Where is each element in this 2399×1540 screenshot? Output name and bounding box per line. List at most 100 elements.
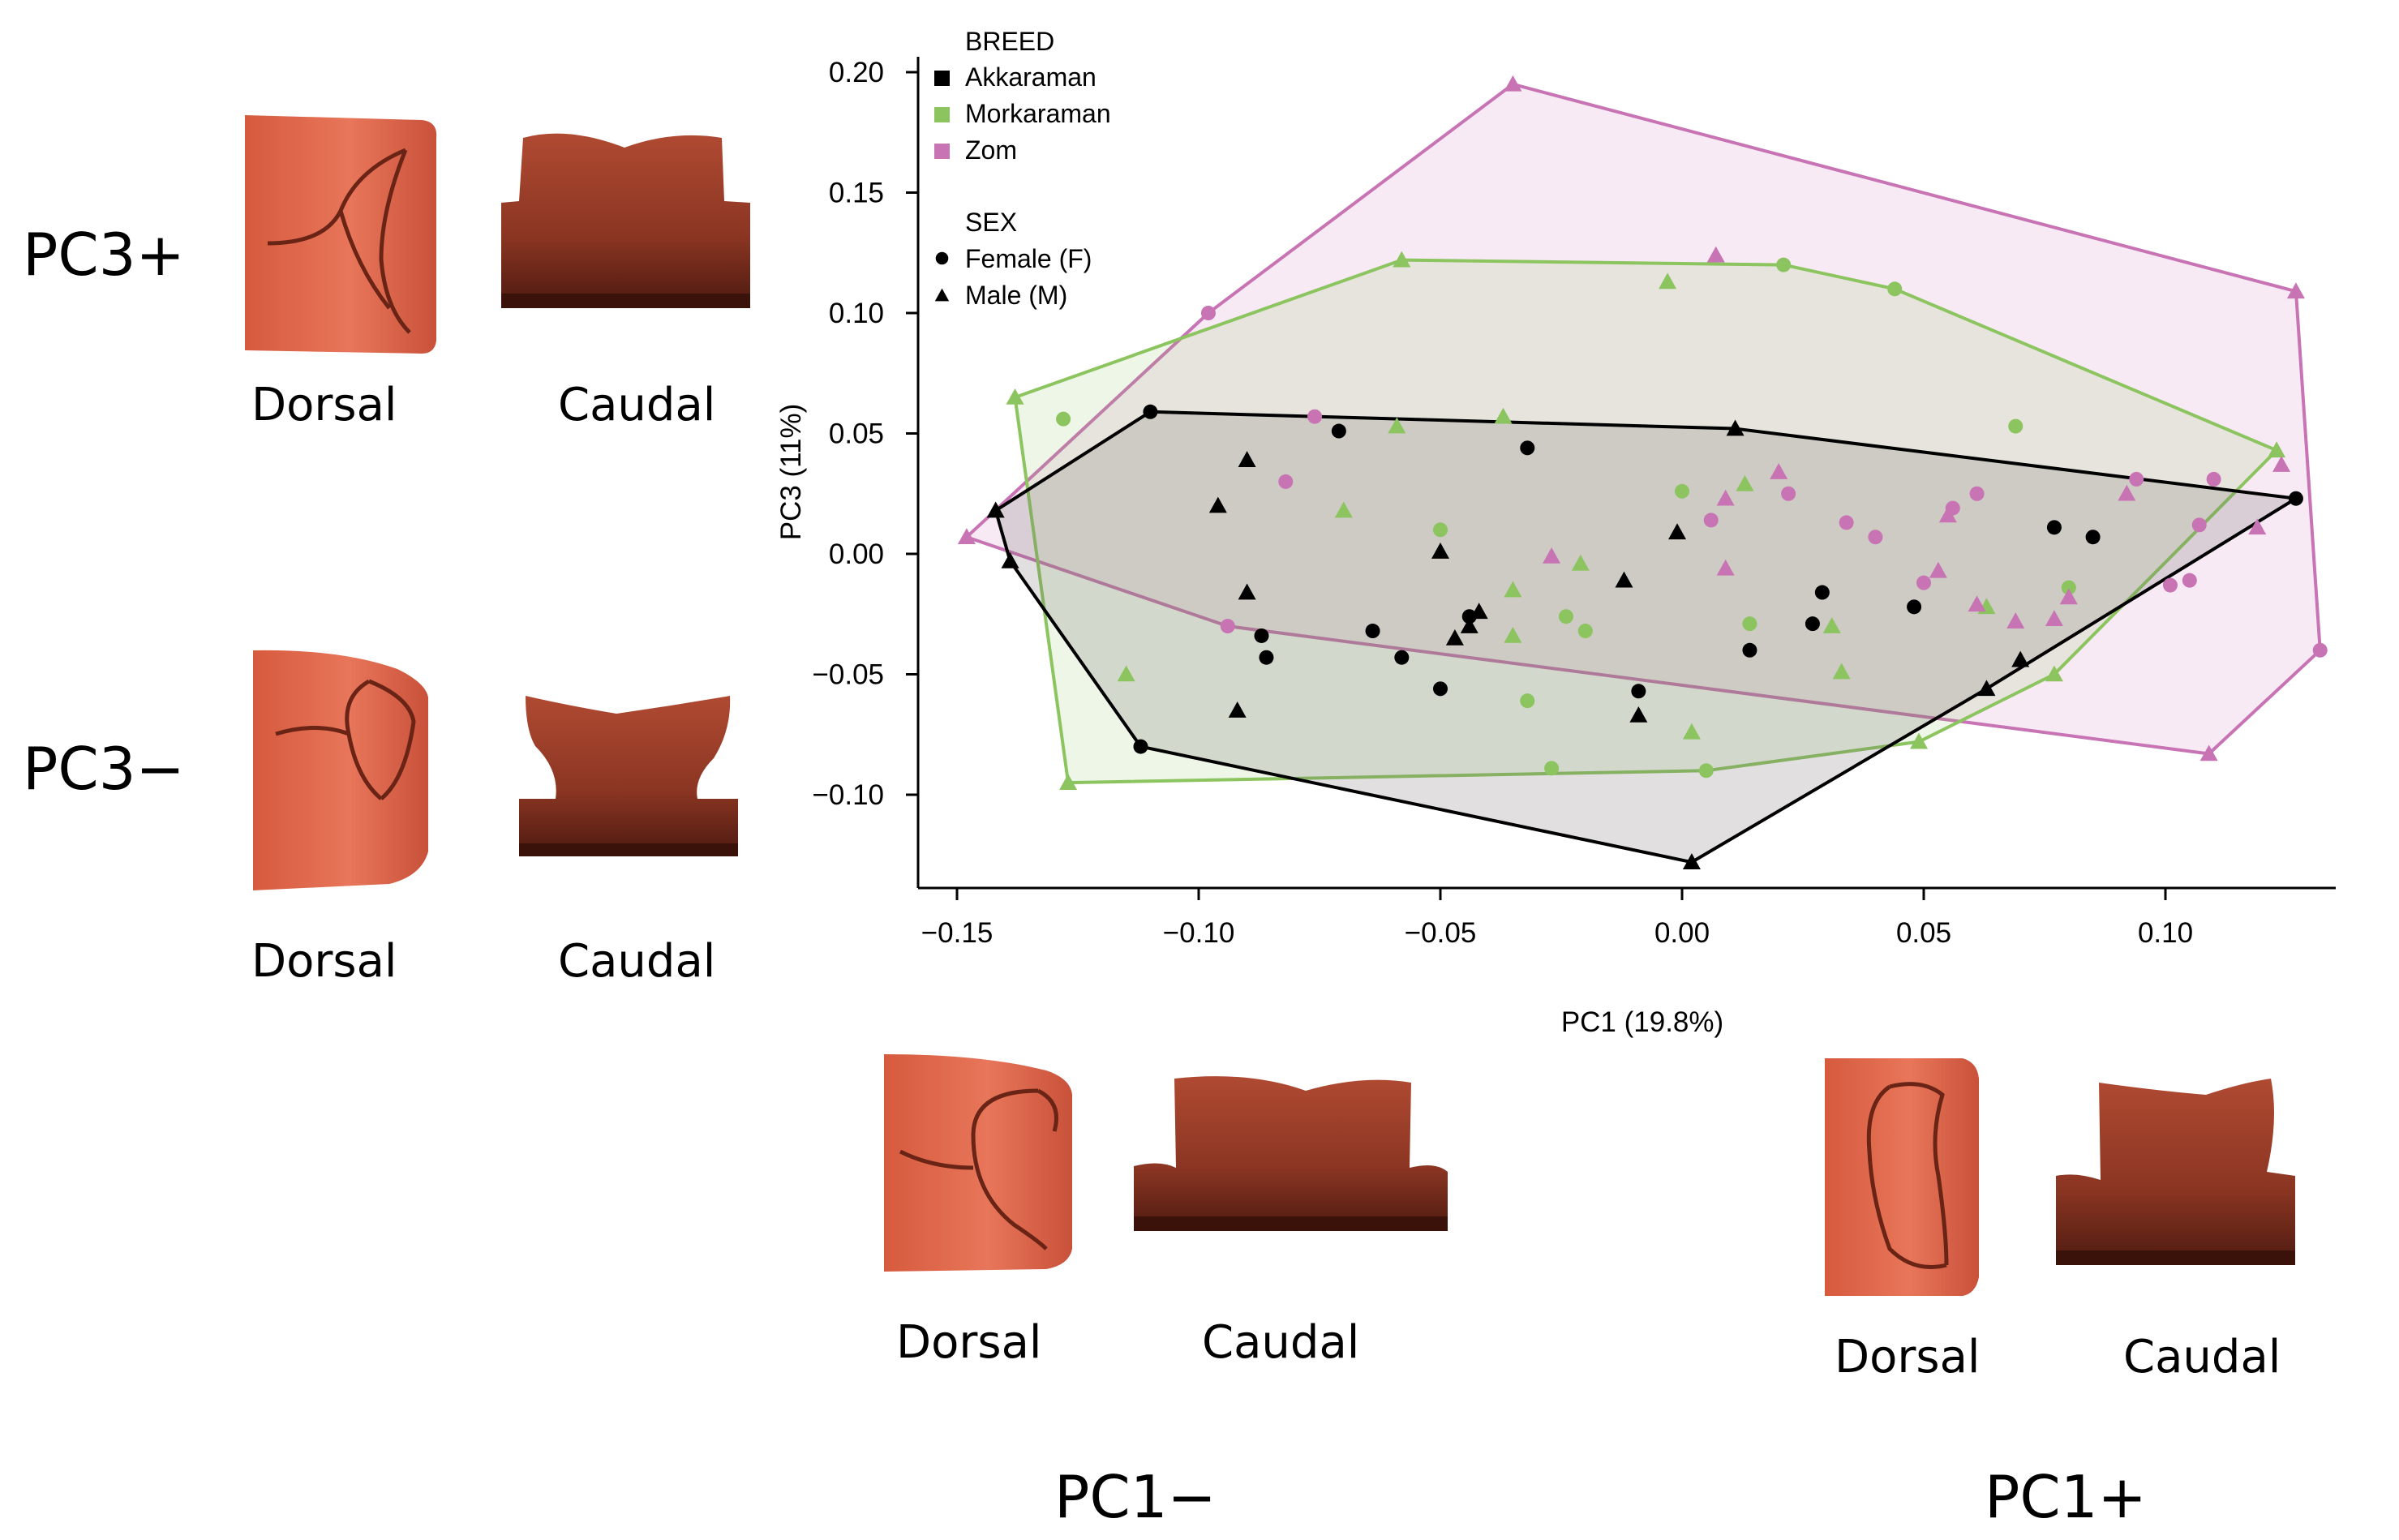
caption-caudal-pc1-plus: Caudal — [2123, 1331, 2281, 1383]
point-morkaraman-male — [1117, 665, 1135, 682]
data-points — [957, 75, 2328, 869]
point-morkaraman-female — [1544, 761, 1560, 776]
point-zom-male — [2248, 518, 2267, 535]
point-akkaraman-male — [1238, 451, 1256, 467]
point-akkaraman-male — [1668, 523, 1687, 540]
point-akkaraman-male — [1726, 419, 1745, 436]
point-akkaraman-male — [986, 501, 1005, 518]
point-morkaraman-female — [1742, 616, 1757, 632]
point-morkaraman-male — [1504, 581, 1522, 598]
point-zom-female — [1200, 306, 1216, 320]
point-zom-female — [2312, 642, 2328, 658]
point-akkaraman-male — [1208, 496, 1227, 513]
point-zom-female — [1307, 409, 1323, 424]
point-zom-male — [2006, 612, 2025, 628]
point-morkaraman-female — [1675, 483, 1689, 499]
point-zom-male — [1938, 506, 1957, 523]
point-morkaraman-male — [1682, 723, 1701, 740]
point-morkaraman-male — [1393, 251, 1411, 268]
point-zom-female — [1278, 474, 1294, 489]
point-zom-male — [2272, 456, 2291, 472]
render-pc1-minus-caudal — [1134, 1076, 1448, 1231]
hull-zom — [964, 82, 2322, 756]
caption-caudal-pc3-plus: Caudal — [558, 379, 716, 431]
point-akkaraman-female — [1254, 628, 1269, 643]
point-akkaraman-male — [1238, 583, 1256, 600]
point-akkaraman-female — [1814, 585, 1830, 600]
point-zom-male — [1770, 463, 1788, 479]
point-zom-female — [1839, 515, 1854, 530]
point-morkaraman-male — [1388, 417, 1406, 434]
y-tick-label: −0.05 — [812, 659, 884, 691]
point-morkaraman-female — [2061, 580, 2076, 595]
point-zom-male — [1706, 246, 1725, 263]
point-morkaraman-female — [1776, 257, 1792, 272]
caption-dorsal-pc1-plus: Dorsal — [1835, 1331, 1981, 1383]
point-morkaraman-male — [2268, 441, 2286, 458]
point-morkaraman-male — [1504, 626, 1522, 643]
legend-square-zom — [934, 144, 950, 159]
point-akkaraman-male — [1977, 680, 1996, 697]
convex-hulls — [963, 81, 2323, 865]
y-tick-label: −0.10 — [812, 779, 884, 811]
hull-morkaraman — [1013, 258, 2279, 785]
point-akkaraman-female — [1365, 624, 1380, 639]
point-akkaraman-male — [1445, 628, 1464, 646]
point-morkaraman-male — [1659, 272, 1677, 290]
x-tick-label: 0.00 — [1654, 917, 1710, 949]
point-akkaraman-female — [1461, 609, 1477, 624]
point-akkaraman-female — [1331, 423, 1346, 439]
legend: BREED Akkaraman Morkaraman Zom SEX Femal… — [934, 28, 1178, 320]
point-morkaraman-male — [1571, 554, 1590, 571]
point-zom-female — [1868, 530, 1883, 545]
point-morkaraman-female — [1520, 693, 1535, 709]
point-akkaraman-male — [1682, 853, 1701, 869]
point-morkaraman-female — [1887, 281, 1903, 297]
point-zom-female — [2206, 471, 2221, 487]
label-pc3-plus: PC3+ — [23, 221, 185, 289]
point-zom-male — [1929, 561, 1947, 578]
point-morkaraman-male — [2045, 665, 2063, 682]
point-akkaraman-female — [1259, 650, 1274, 665]
point-morkaraman-male — [1006, 388, 1024, 405]
y-tick-label: 0.05 — [829, 418, 884, 450]
point-morkaraman-female — [2008, 418, 2023, 434]
point-zom-male — [957, 528, 976, 545]
point-zom-female — [1969, 486, 1985, 501]
point-morkaraman-male — [1059, 774, 1078, 790]
point-zom-male — [2045, 610, 2063, 626]
point-zom-male — [2059, 588, 2078, 605]
point-akkaraman-female — [2046, 520, 2062, 535]
point-zom-female — [1781, 486, 1796, 501]
caption-caudal-pc3-minus: Caudal — [558, 935, 716, 988]
point-akkaraman-female — [1907, 599, 1922, 615]
legend-square-akkaraman — [934, 71, 950, 86]
point-akkaraman-male — [1431, 543, 1449, 559]
x-axis-label: PC1 (19.8%) — [1561, 1006, 1723, 1038]
render-pc1-plus-caudal — [2056, 1079, 2295, 1265]
point-akkaraman-male — [1470, 603, 1488, 620]
caption-caudal-pc1-minus: Caudal — [1202, 1316, 1360, 1369]
point-morkaraman-male — [1832, 663, 1851, 680]
point-morkaraman-female — [1433, 522, 1448, 538]
point-zom-male — [1968, 595, 1986, 612]
render-pc3-plus-dorsal — [245, 115, 437, 354]
point-morkaraman-male — [1910, 732, 1929, 749]
render-pc1-minus-dorsal — [884, 1054, 1072, 1272]
point-akkaraman-male — [1001, 551, 1019, 568]
point-akkaraman-male — [2011, 650, 2030, 667]
point-akkaraman-female — [1631, 684, 1646, 699]
render-pc3-minus-dorsal — [253, 650, 428, 890]
point-zom-female — [2182, 573, 2197, 588]
point-zom-female — [2191, 517, 2207, 533]
y-axis-label: PC3 (11%) — [775, 404, 807, 541]
x-tick-label: 0.10 — [2138, 917, 2193, 949]
point-morkaraman-male — [1334, 501, 1353, 518]
point-zom-female — [1220, 619, 1235, 634]
point-zom-male — [1716, 489, 1735, 506]
point-morkaraman-female — [1056, 411, 1071, 427]
point-akkaraman-female — [2288, 491, 2303, 506]
y-tick-label: 0.20 — [829, 57, 884, 88]
